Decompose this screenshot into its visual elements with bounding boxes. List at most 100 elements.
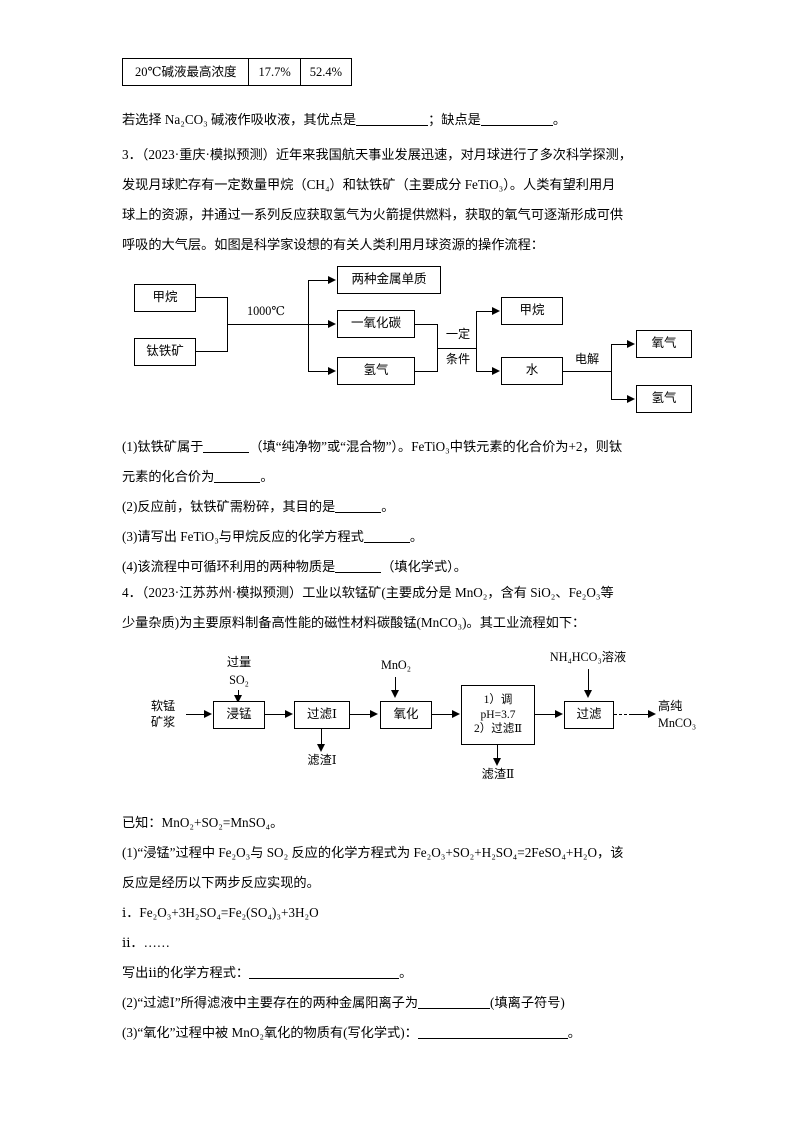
connector [476, 371, 494, 373]
connector [611, 399, 629, 401]
connector [562, 371, 612, 373]
arrow-icon [233, 695, 242, 703]
question-3-subquestions: (1)钛铁矿属于（填“纯净物”或“混合物”）。FeTiO₃中铁元素的化合价为+2… [122, 432, 674, 582]
connector [588, 669, 590, 693]
flow-box-oxidize: 氧化 [380, 701, 432, 729]
table-row: 20℃碱液最高浓度 17.7% 52.4% [121, 57, 353, 87]
arrow-icon [317, 744, 325, 752]
manganese-process-flowchart: 软锰 矿浆 过量 SO₂ 浸锰 过滤Ⅰ 滤渣Ⅰ MnO₂ 氧化 1）调 pH=3… [140, 645, 696, 790]
question-3-stem: 3．（2023·重庆·模拟预测）近年来我国航天事业发展迅速，对月球进行了多次科学… [122, 140, 674, 260]
q4-sub-1: (1)“浸锰”过程中 Fe₂O₃与 SO₂ 反应的化学方程式为 Fe₂O₃+SO… [122, 845, 624, 860]
connector [535, 714, 557, 716]
moon-resource-flowchart: 甲烷 钛铁矿 1000℃ 两种金属单质 一氧化碳 氢气 一定 条件 [122, 266, 692, 415]
arrow-icon [328, 320, 336, 329]
flow-label-residue-1: 滤渣Ⅰ [307, 753, 337, 767]
flow-box-hydrogen-mid: 氢气 [337, 357, 415, 385]
q4-sub-2: (2)“过滤Ⅰ”所得滤液中主要存在的两种金属阳离子为(填离子符号) [122, 995, 565, 1010]
q4-line-2: 少量杂质)为主要原料制备高性能的磁性材料碳酸锰(MnCO₃)。其工业流程如下： [122, 615, 586, 630]
connector [432, 714, 454, 716]
connector [395, 677, 397, 693]
connector [611, 344, 613, 400]
answer-blank[interactable] [417, 1038, 568, 1039]
flow-box-oxygen-out: 氧气 [636, 330, 692, 358]
q4-sub-1-cont: 反应是经历以下两步反应实现的。 [122, 875, 320, 890]
q4-step-ii: ⅱ．…… [122, 935, 170, 950]
q3-line-2: 发现月球贮存有一定数量甲烷（CH₄）和钛铁矿（主要成分 FeTiO₃）。人类有望… [122, 177, 616, 192]
flow-box-methane-out: 甲烷 [501, 297, 563, 325]
arrow-icon [555, 710, 563, 719]
arrow-icon [627, 395, 635, 404]
answer-blank[interactable] [418, 1008, 491, 1009]
arrow-icon [391, 690, 399, 698]
question-4-subquestions: 已知：MnO₂+SO₂=MnSO₄。 (1)“浸锰”过程中 Fe₂O₃与 SO₂… [122, 808, 674, 1048]
connector [196, 351, 228, 353]
connector [414, 371, 438, 373]
q3-line-1: 3．（2023·重庆·模拟预测）近年来我国航天事业发展迅速，对月球进行了多次科学… [122, 147, 632, 162]
answer-blank[interactable] [335, 512, 382, 513]
flow-box-two-metals: 两种金属单质 [337, 266, 441, 294]
flow-box-carbon-monoxide: 一氧化碳 [337, 310, 415, 338]
arrow-icon [492, 367, 500, 376]
q4-sub-3: (3)“氧化”过程中被 MnO₂氧化的物质有(写化学式)：。 [122, 1025, 581, 1040]
adjust-line-2: pH=3.7 [480, 708, 516, 721]
flow-label-condition-line1: 一定 [445, 327, 471, 341]
q3-sub-3: (3)请写出 FeTiO₃与甲烷反应的化学方程式。 [122, 529, 424, 544]
flow-box-hydrogen-out: 氢气 [636, 385, 692, 413]
flow-label-condition-line2: 条件 [445, 352, 471, 366]
connector [308, 371, 330, 373]
connector [186, 714, 206, 716]
arrow-icon [492, 307, 500, 316]
flow-box-ilmenite: 钛铁矿 [134, 338, 196, 366]
question-4-stem: 4．（2023·江苏苏州·模拟预测）工业以软锰矿(主要成分是 MnO₂，含有 S… [122, 578, 674, 638]
arrow-icon [328, 276, 336, 285]
arrow-icon [452, 710, 460, 719]
q2-fill-line: 若选择 Na₂CO₃ 碱液作吸收液，其优点是；缺点是。 [122, 112, 567, 127]
table-cell-value-1: 17.7% [248, 57, 301, 87]
connector [350, 714, 372, 716]
flow-label-electrolysis: 电解 [574, 352, 600, 366]
flow-box-filter-1: 过滤Ⅰ [294, 701, 350, 729]
answer-blank[interactable] [203, 452, 250, 453]
flow-label-product-line1: 高纯 [658, 699, 683, 713]
connector [196, 297, 228, 299]
adjust-line-3: 2）过滤Ⅱ [473, 723, 523, 736]
answer-blank[interactable] [214, 482, 261, 483]
connector [238, 690, 240, 698]
connector [308, 280, 330, 282]
q4-known: 已知：MnO₂+SO₂=MnSO₄。 [122, 815, 284, 830]
q3-sub-1-cont: 元素的化合价为。 [122, 469, 274, 484]
adjust-line-1: 1）调 [483, 694, 513, 707]
flow-label-temperature: 1000℃ [246, 304, 285, 318]
answer-blank[interactable] [363, 542, 410, 543]
table-cell-label: 20℃碱液最高浓度 [121, 57, 250, 87]
connector [632, 714, 650, 716]
connector [321, 729, 323, 747]
answer-blank[interactable] [356, 125, 429, 126]
arrow-icon [648, 710, 656, 719]
answer-blank[interactable] [249, 978, 400, 979]
flow-label-so2: SO₂ [229, 673, 249, 687]
answer-blank[interactable] [335, 572, 382, 573]
q4-step-i: ⅰ．Fe₂O₃+3H₂SO₄=Fe₂(SO₄)₃+3H₂O [122, 905, 319, 920]
q3-line-3: 球上的资源，并通过一系列反应获取氢气为火箭提供燃料，获取的氧气可逐渐形成可供 [122, 207, 624, 222]
q3-sub-2: (2)反应前，钛铁矿需粉碎，其目的是。 [122, 499, 395, 514]
flow-label-ore-slurry-line1: 软锰 [150, 699, 176, 713]
connector [476, 311, 494, 313]
connector [308, 280, 310, 372]
flow-label-ore-slurry-line2: 矿浆 [150, 715, 176, 729]
flow-label-excess: 过量 [226, 655, 252, 669]
concentration-table: 20℃碱液最高浓度 17.7% 52.4% [121, 57, 353, 87]
connector [308, 324, 330, 326]
connector [227, 324, 309, 326]
arrow-icon [627, 340, 635, 349]
arrow-icon [493, 758, 501, 766]
flow-label-product-line2: MnCO₃ [658, 716, 697, 730]
arrow-icon [328, 367, 336, 376]
flow-label-residue-2: 滤渣Ⅱ [481, 767, 515, 781]
connector [497, 745, 499, 761]
q4-write-equation: 写出ⅱ的化学方程式：。 [122, 965, 413, 980]
arrow-icon [370, 710, 378, 719]
dashed-connector [614, 714, 632, 715]
answer-blank[interactable] [480, 125, 553, 126]
